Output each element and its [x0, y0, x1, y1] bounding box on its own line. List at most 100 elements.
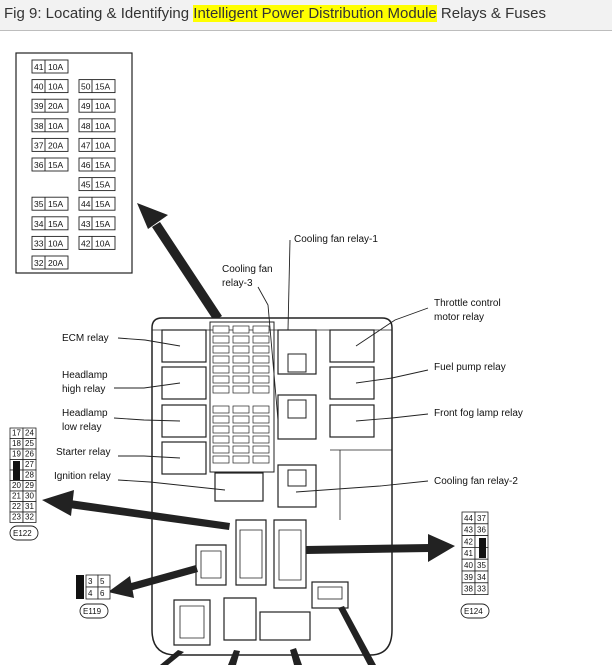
pin-34: 34: [477, 573, 486, 582]
pin-33: 33: [477, 585, 486, 594]
pin-21: 21: [12, 492, 21, 501]
fuse-40-number: 40: [34, 82, 44, 92]
fuse-49-rating: 10A: [95, 101, 110, 111]
label-cooling-fan-relay-3-line1: Cooling fan: [222, 264, 273, 275]
fuse-45-number: 45: [81, 180, 91, 190]
fuse-36-rating: 15A: [48, 160, 63, 170]
pin-26: 26: [25, 450, 34, 459]
pin-24: 24: [25, 429, 34, 438]
pin-6: 6: [100, 589, 105, 598]
fuse-41-rating: 10A: [48, 62, 63, 72]
fuse-36-number: 36: [34, 160, 44, 170]
headlamp-high-relay: [161, 366, 207, 400]
cooling-fan-relay-1: [277, 329, 317, 375]
label-front-fog-lamp-relay: Front fog lamp relay: [434, 408, 523, 419]
pin-20: 20: [12, 481, 21, 490]
e122-arrow: [42, 490, 230, 530]
lower-right-socket: [311, 581, 349, 609]
ecm-relay: [161, 329, 207, 363]
title-prefix: Fig 9: Locating & Identifying: [4, 5, 194, 22]
label-headlamp-high-line2: high relay: [62, 384, 105, 395]
pin-31: 31: [25, 502, 34, 511]
title-bar: Fig 9: Locating & Identifying Intelligen…: [0, 0, 612, 31]
fuse-44-number: 44: [81, 199, 91, 209]
pin-17: 17: [12, 429, 21, 438]
fuel-pump-relay: [329, 366, 375, 400]
inner-fuse-block: [209, 321, 275, 473]
fuse-33-rating: 10A: [48, 238, 63, 248]
ipdm-body: [151, 317, 393, 656]
fuse-43-number: 43: [81, 219, 91, 229]
e124-socket: [273, 519, 307, 589]
center-connector: [235, 519, 267, 586]
pin-4: 4: [88, 589, 93, 598]
fuse-50-rating: 15A: [95, 82, 110, 92]
fuse-35-rating: 15A: [48, 199, 63, 209]
pin-25: 25: [25, 439, 34, 448]
pin-41: 41: [464, 549, 473, 558]
connector-e122-id: E122: [13, 529, 32, 538]
label-headlamp-low-line2: low relay: [62, 422, 101, 433]
pin-39: 39: [464, 573, 473, 582]
fuse-panel-frame: [15, 52, 133, 274]
fuse-38-number: 38: [34, 121, 44, 131]
lower-wide-socket: [259, 611, 311, 641]
e119-arrow: [108, 565, 198, 598]
fuse-42-number: 42: [81, 238, 91, 248]
pin-18: 18: [12, 439, 21, 448]
fuse-48-number: 48: [81, 121, 91, 131]
fuse-39-number: 39: [34, 101, 44, 111]
fuse-41-number: 41: [34, 62, 44, 72]
label-fuel-pump-relay: Fuel pump relay: [434, 362, 506, 373]
lower-mid-socket: [223, 597, 257, 641]
fuse-panel-arrow-head: [137, 203, 168, 229]
pin-5: 5: [100, 577, 105, 586]
pin-42: 42: [464, 537, 473, 546]
pin-29: 29: [25, 481, 34, 490]
cooling-fan-relay-3: [277, 394, 317, 440]
fuse-42-rating: 10A: [95, 238, 110, 248]
connector-e119-id: E119: [83, 607, 102, 616]
fuse-43-rating: 15A: [95, 219, 110, 229]
label-cooling-fan-relay-3-line2: relay-3: [222, 278, 253, 289]
pin-22: 22: [12, 502, 21, 511]
connector-e124-id: E124: [464, 607, 483, 616]
fuse-34-rating: 15A: [48, 219, 63, 229]
title-suffix: Relays & Fuses: [436, 5, 546, 22]
fuse-47-rating: 10A: [95, 140, 110, 150]
label-cooling-fan-relay-2: Cooling fan relay-2: [434, 476, 518, 487]
fuse-34-number: 34: [34, 219, 44, 229]
fuse-46-number: 46: [81, 160, 91, 170]
label-throttle-line1: Throttle control: [434, 298, 501, 309]
pin-23: 23: [12, 513, 21, 522]
pin-43: 43: [464, 526, 473, 535]
pin-28: 28: [25, 471, 34, 480]
fuse-38-rating: 10A: [48, 121, 63, 131]
fuse-49-number: 49: [81, 101, 91, 111]
label-throttle-line2: motor relay: [434, 312, 484, 323]
fuse-47-number: 47: [81, 140, 91, 150]
pin-36: 36: [477, 526, 486, 535]
label-headlamp-high-line1: Headlamp: [62, 370, 108, 381]
leader-lines: [113, 239, 429, 493]
fuse-35-number: 35: [34, 199, 44, 209]
bottom-arrows: [160, 606, 376, 665]
fuse-40-rating: 10A: [48, 82, 63, 92]
pin-35: 35: [477, 561, 486, 570]
label-ecm-relay: ECM relay: [62, 333, 109, 344]
label-headlamp-low-line1: Headlamp: [62, 408, 108, 419]
figure-title: Fig 9: Locating & Identifying Intelligen…: [4, 5, 546, 22]
fuse-45-rating: 15A: [95, 180, 110, 190]
fuse-46-rating: 15A: [95, 160, 110, 170]
front-fog-lamp-relay: [329, 404, 375, 438]
fuse-33-number: 33: [34, 238, 44, 248]
throttle-control-motor-relay: [329, 329, 375, 363]
label-starter-relay: Starter relay: [56, 447, 110, 458]
fuse-32-rating: 20A: [48, 258, 63, 268]
label-cooling-fan-relay-1: Cooling fan relay-1: [294, 234, 378, 245]
